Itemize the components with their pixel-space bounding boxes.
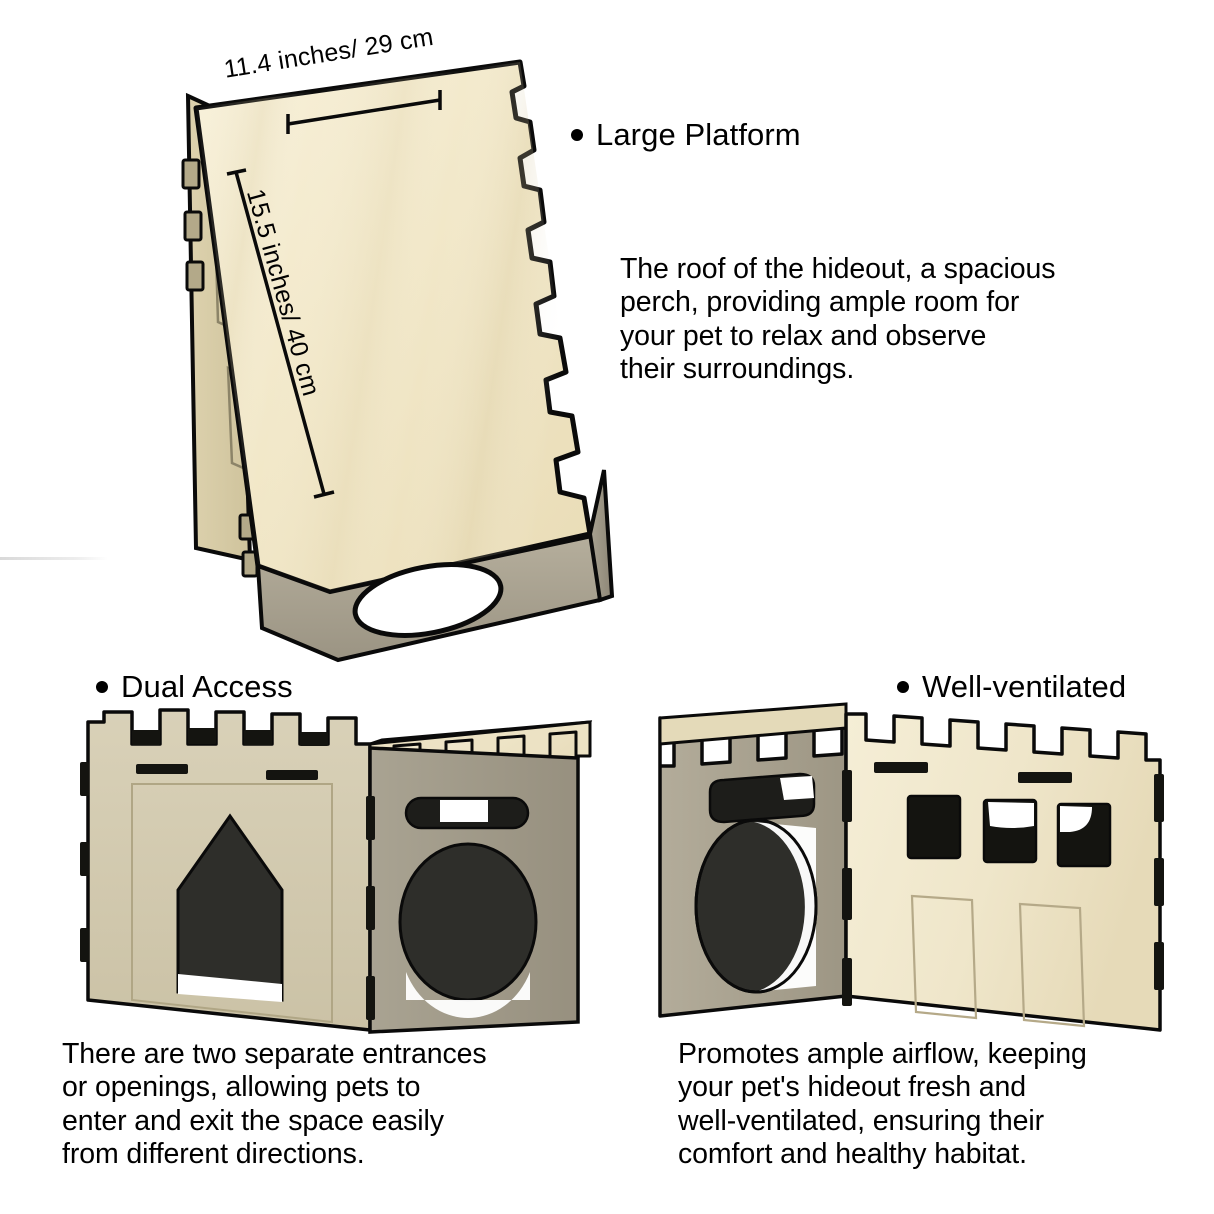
platform-top-face	[193, 59, 593, 595]
bullet-icon	[96, 680, 108, 693]
feature-body-large-platform: The roof of the hideout, a spacious perc…	[620, 253, 1056, 386]
dimension-line-length	[226, 168, 335, 499]
dual-access-illustration	[70, 700, 610, 1040]
well-ventilated-left-wall	[658, 702, 848, 1018]
engraved-door-outlines	[910, 894, 1086, 1028]
feature-heading-well-ventilated: Well-ventilated	[897, 671, 1126, 702]
feature-heading-text: Dual Access	[121, 669, 293, 704]
large-platform-illustration	[0, 0, 680, 663]
well-ventilated-right-wall	[842, 712, 1164, 1032]
feature-heading-large-platform: Large Platform	[571, 119, 801, 150]
platform-oval-opening	[352, 562, 504, 638]
feature-heading-text: Large Platform	[596, 117, 801, 152]
ventilation-windows	[906, 794, 1112, 868]
dimension-line-width	[286, 90, 442, 134]
edge-artifact-line	[0, 557, 108, 560]
oval-entrance	[398, 842, 538, 1002]
bullet-icon	[897, 680, 909, 693]
feature-body-dual-access: There are two separate entrances or open…	[62, 1038, 487, 1171]
well-ventilated-illustration	[650, 700, 1190, 1040]
feature-body-well-ventilated: Promotes ample airflow, keeping your pet…	[678, 1038, 1087, 1171]
dual-access-right-wall	[366, 746, 580, 1034]
platform-right-face	[587, 469, 615, 603]
dual-access-front-wall	[80, 708, 372, 1032]
feature-heading-text: Well-ventilated	[922, 669, 1127, 704]
bullet-icon	[571, 128, 583, 141]
feature-heading-dual-access: Dual Access	[96, 671, 293, 702]
